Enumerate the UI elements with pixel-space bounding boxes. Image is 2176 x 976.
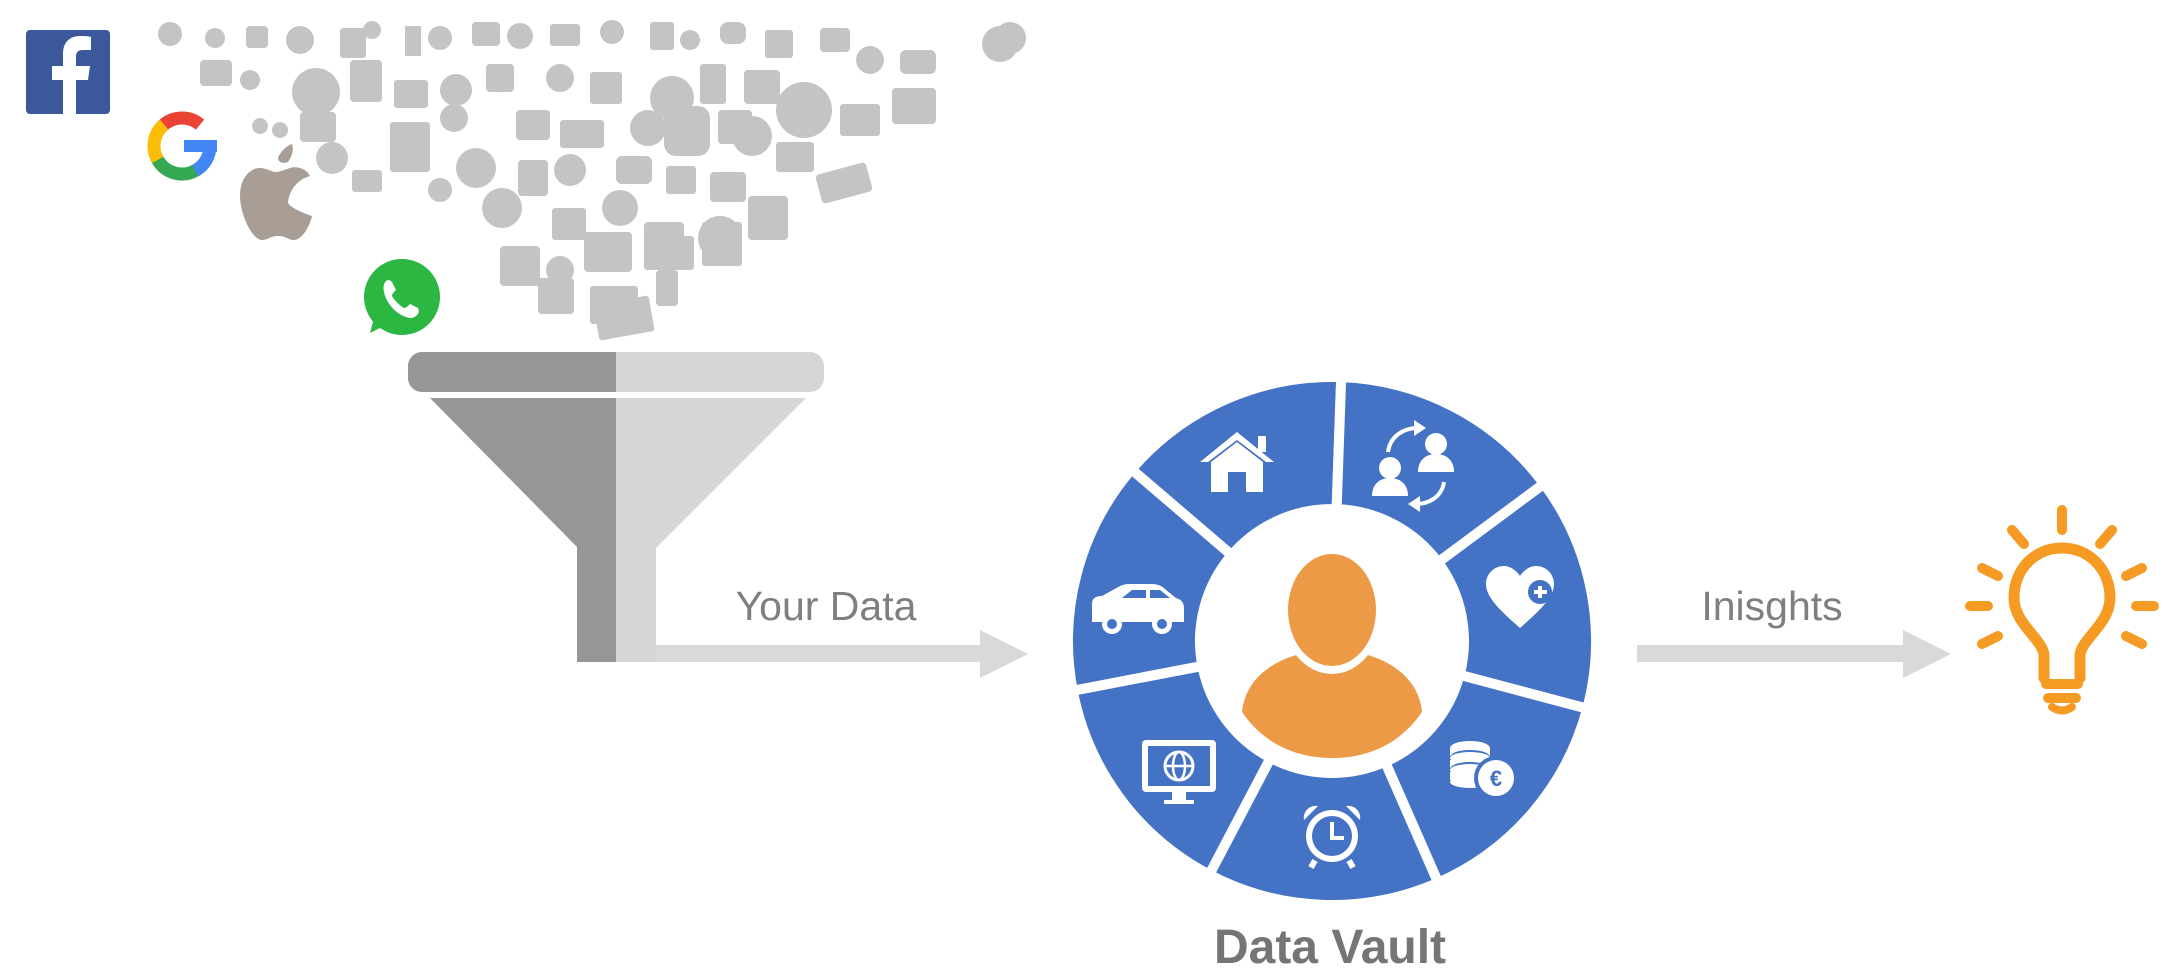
house-icon <box>1200 432 1274 492</box>
data-icons-cloud <box>158 20 1026 341</box>
coins-euro-icon: € <box>1450 741 1518 800</box>
your-data-arrow <box>656 630 1028 678</box>
your-data-label: Your Data <box>736 583 917 629</box>
whatsapp-logo <box>358 255 446 343</box>
people-exchange-icon <box>1372 420 1454 512</box>
user-icon <box>1242 550 1422 758</box>
heart-plus-icon <box>1486 566 1554 628</box>
facebook-logo <box>26 30 110 114</box>
globe-monitor-icon <box>1142 740 1216 804</box>
data-vault-ring: € <box>1063 371 1601 910</box>
google-logo <box>147 111 217 181</box>
insights-arrow <box>1637 630 1951 678</box>
data-vault-title: Data Vault <box>1214 921 1446 974</box>
data-funnel <box>408 352 824 662</box>
alarm-clock-icon <box>1303 805 1361 869</box>
insights-label: Inisghts <box>1701 583 1842 629</box>
car-icon <box>1092 584 1184 634</box>
lightbulb-icon <box>1965 505 2159 715</box>
svg-text:€: € <box>1490 766 1502 791</box>
apple-logo <box>240 144 312 240</box>
